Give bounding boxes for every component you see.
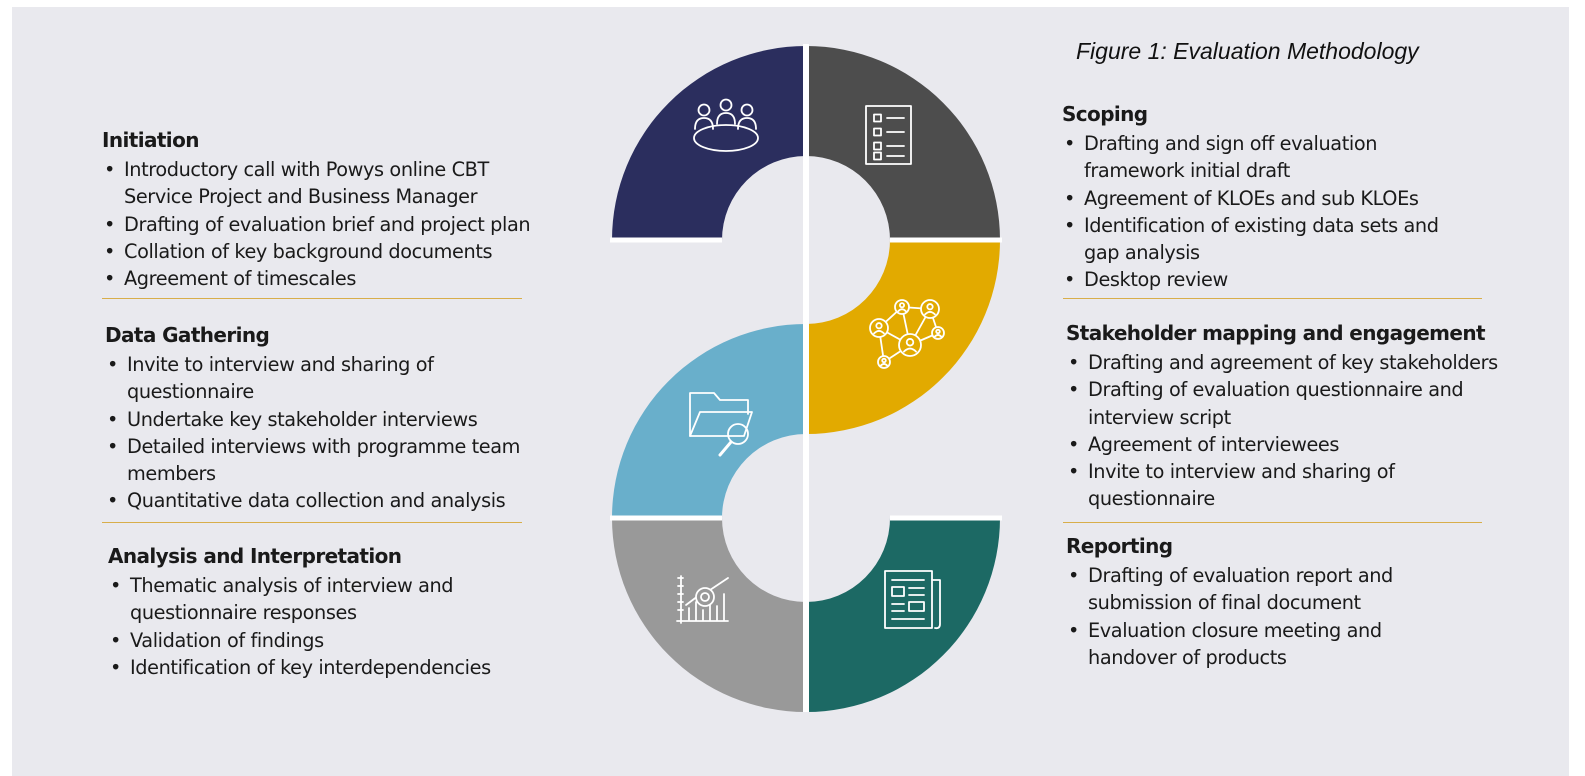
diagram-segments [612, 46, 1000, 712]
bullet-list: Invite to interview and sharing ofquesti… [105, 351, 520, 515]
checklist-icon [865, 105, 912, 165]
section-divider [102, 298, 522, 299]
network-people-icon [869, 299, 945, 369]
section-title: Analysis and Interpretation [108, 544, 402, 568]
folder-search-icon [689, 392, 753, 457]
segment-data-gathering [612, 324, 806, 518]
section-scoping: ScopingDrafting and sign off evaluationf… [1062, 101, 1439, 294]
bullet-item: Introductory call with Powys online CBTS… [102, 156, 530, 211]
section-data-gathering: Data GatheringInvite to interview and sh… [105, 322, 520, 515]
bullet-item: Thematic analysis of interview andquesti… [108, 572, 491, 627]
segment-scoping [806, 46, 1000, 240]
section-title: Scoping [1062, 102, 1148, 126]
bullet-item: Agreement of KLOEs and sub KLOEs [1062, 185, 1439, 213]
bullet-item: Invite to interview and sharing ofquesti… [1066, 458, 1498, 513]
bullet-item: Drafting of evaluation questionnaire and… [1066, 376, 1498, 431]
bullet-item: Identification of existing data sets and… [1062, 212, 1439, 267]
chart-analysis-icon [676, 575, 729, 624]
bullet-item: Agreement of timescales [102, 265, 530, 293]
section-divider [1063, 522, 1482, 523]
section-title: Initiation [102, 128, 199, 152]
bullet-item: Drafting of evaluation brief and project… [102, 211, 531, 239]
section-initiation: InitiationIntroductory call with Powys o… [102, 127, 531, 293]
section-divider [1063, 298, 1482, 299]
segment-analysis-and-interpretation [612, 518, 806, 712]
bullet-item: Drafting of evaluation report andsubmiss… [1066, 562, 1393, 617]
bullet-item: Quantitative data collection and analysi… [105, 487, 520, 515]
figure-title: Figure 1: Evaluation Methodology [1076, 38, 1419, 64]
section-divider [102, 522, 522, 523]
section-title: Data Gathering [105, 323, 270, 347]
bullet-item: Agreement of interviewees [1066, 431, 1498, 459]
bullet-item: Drafting and sign off evaluationframewor… [1062, 130, 1439, 185]
bullet-list: Drafting of evaluation report andsubmiss… [1066, 562, 1393, 671]
section-title: Reporting [1066, 534, 1173, 558]
bullet-item: Validation of findings [108, 627, 491, 655]
newspaper-icon [884, 570, 941, 630]
meeting-table-icon [693, 98, 759, 152]
bullet-list: Introductory call with Powys online CBTS… [102, 156, 531, 293]
bullet-item: Desktop review [1062, 266, 1439, 294]
section-analysis-and-interpretation: Analysis and InterpretationThematic anal… [108, 543, 491, 681]
bullet-item: Collation of key background documents [102, 238, 530, 266]
bullet-list: Drafting and agreement of key stakeholde… [1066, 349, 1498, 513]
bullet-item: Invite to interview and sharing ofquesti… [105, 351, 520, 406]
section-stakeholder-mapping-and-engagement: Stakeholder mapping and engagementDrafti… [1066, 320, 1498, 513]
bullet-item: Undertake key stakeholder interviews [105, 406, 520, 434]
bullet-item: Identification of key interdependencies [108, 654, 491, 682]
bullet-list: Drafting and sign off evaluationframewor… [1062, 130, 1439, 294]
section-title: Stakeholder mapping and engagement [1066, 321, 1486, 345]
segment-initiation [612, 46, 806, 240]
bullet-item: Drafting and agreement of key stakeholde… [1066, 349, 1498, 377]
segment-reporting [806, 518, 1000, 712]
section-reporting: ReportingDrafting of evaluation report a… [1066, 533, 1393, 671]
bullet-list: Thematic analysis of interview andquesti… [108, 572, 491, 681]
bullet-item: Detailed interviews with programme teamm… [105, 433, 520, 488]
